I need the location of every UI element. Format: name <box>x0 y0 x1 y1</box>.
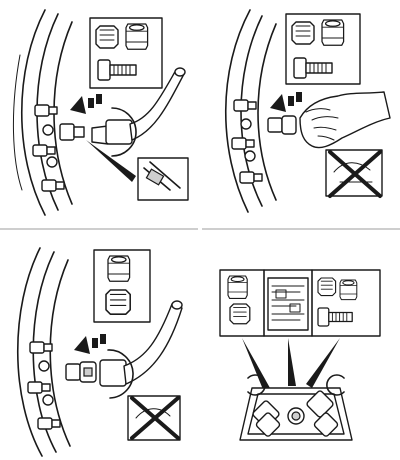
rotation-arrow-icon <box>326 374 345 396</box>
parts-inset <box>285 13 361 85</box>
wheel-rim-icon <box>17 247 71 457</box>
socket-adapter-icon <box>65 361 97 383</box>
motion-arrow-icon <box>74 334 106 354</box>
prohibited-icon <box>325 149 383 198</box>
wheel-rim-icon <box>12 9 73 216</box>
panel-step-2 <box>225 9 391 213</box>
prohibited-icon <box>127 395 181 441</box>
panel-step-1 <box>12 9 189 216</box>
lug-wrench-icon <box>99 300 183 387</box>
wheel-rim-icon <box>225 9 277 213</box>
lug-wrench-icon <box>91 67 186 145</box>
parts-inset <box>93 249 151 323</box>
storage-case-icon <box>239 387 353 441</box>
panel-step-4 <box>219 269 381 441</box>
key-detail-icon <box>86 140 189 201</box>
panel-step-3 <box>17 247 183 457</box>
parts-inset <box>89 17 163 89</box>
parts-overview-icon <box>219 269 381 337</box>
lock-bolt-key-icon <box>267 115 297 135</box>
rotation-arrow-icon <box>247 374 266 396</box>
hand-icon <box>299 91 391 149</box>
rotation-arrow-icon <box>107 349 134 399</box>
rotation-arrow-icon <box>111 107 137 157</box>
pointer-lines <box>242 338 340 392</box>
lock-bolt-icon <box>59 123 85 141</box>
motion-arrow-icon <box>70 94 102 114</box>
motion-arrow-icon <box>270 92 302 112</box>
